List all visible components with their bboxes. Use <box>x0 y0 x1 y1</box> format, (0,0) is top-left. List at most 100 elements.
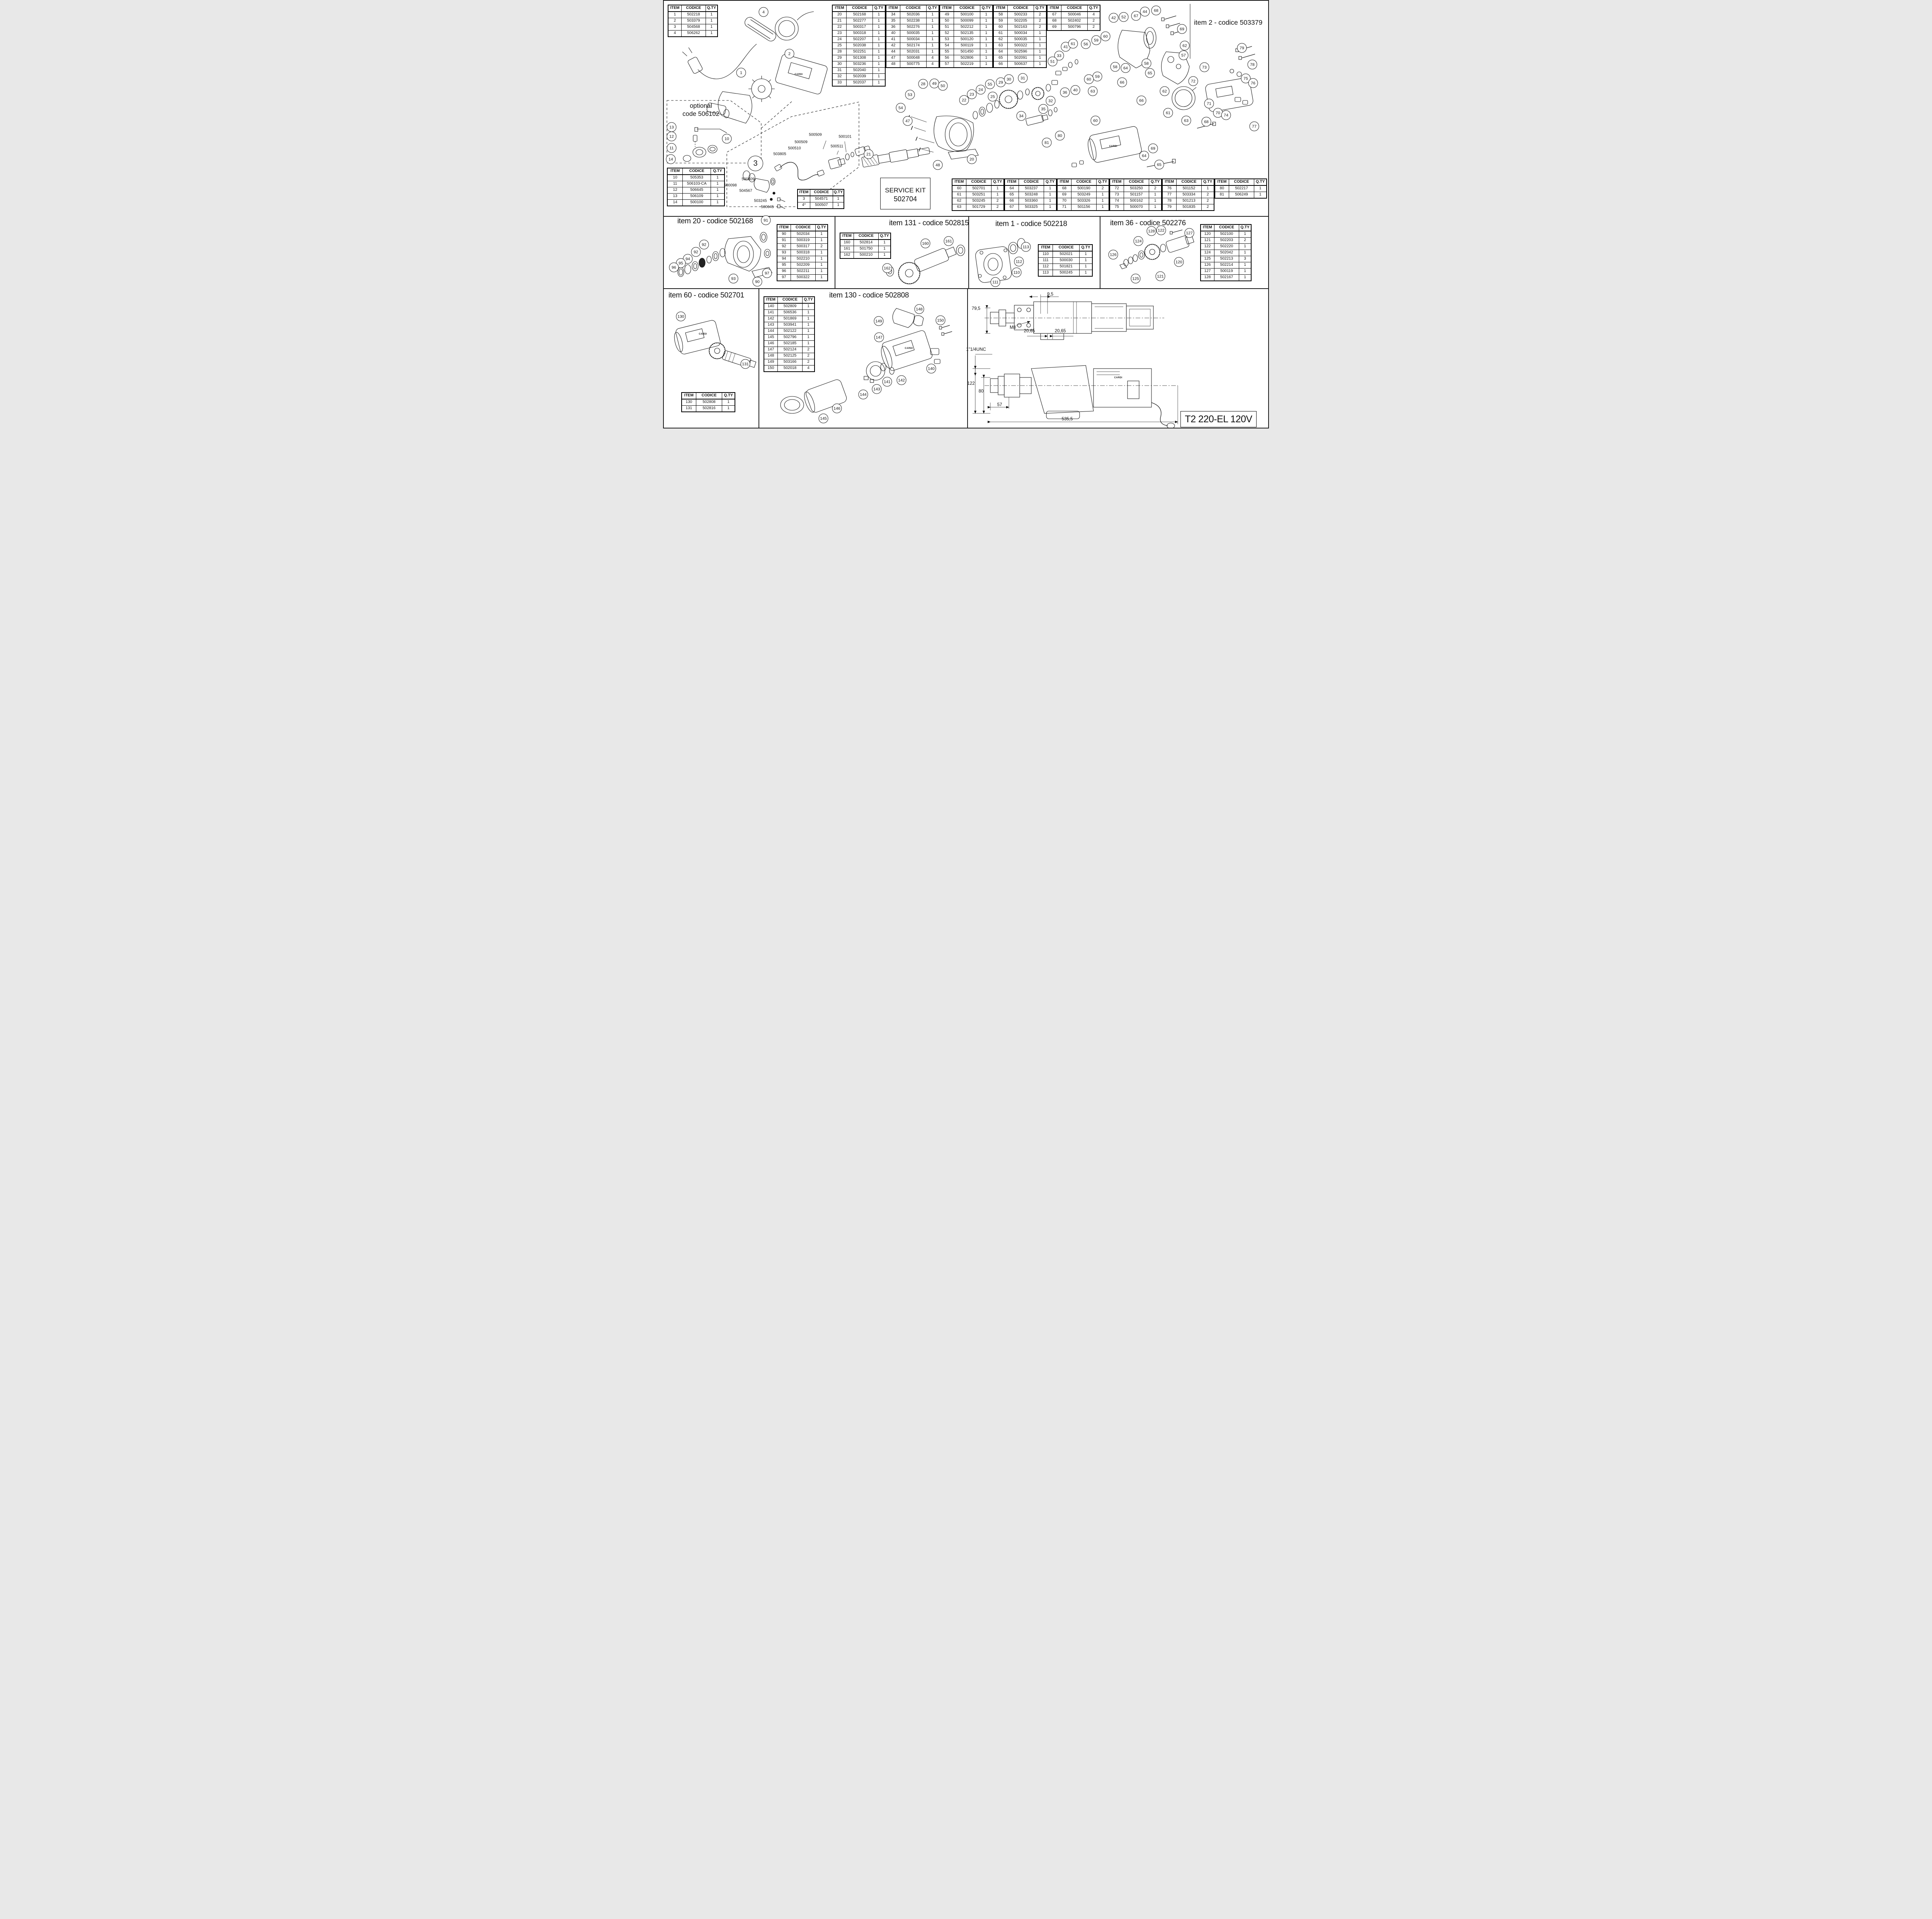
column-header: ITEM <box>668 5 682 12</box>
column-header: Q.TY <box>815 224 828 231</box>
column-header: CODICE <box>954 5 980 12</box>
column-header: CODICE <box>1071 178 1097 186</box>
column-header: Q.TY <box>710 168 725 175</box>
column-header: ITEM <box>952 178 966 186</box>
column-header: Q.TY <box>980 5 993 12</box>
section-label-item1: item 1 - codice 502218 <box>995 220 1067 228</box>
column-header: Q.TY <box>926 5 939 12</box>
divider-row1-row2 <box>664 216 1268 217</box>
column-header: Q.TY <box>872 5 886 12</box>
column-header: CODICE <box>1123 178 1150 186</box>
section-label-item131: item 131 - codice 502815 <box>889 219 969 227</box>
column-header: ITEM <box>681 392 696 399</box>
column-header: CODICE <box>900 5 927 12</box>
column-header: Q.TY <box>1079 244 1093 252</box>
column-header: CODICE <box>1007 5 1034 12</box>
column-header: CODICE <box>682 168 711 175</box>
column-header: Q.TY <box>878 233 891 240</box>
column-header: Q.TY <box>1201 178 1214 186</box>
exploded-view-line-art <box>667 4 1255 428</box>
column-header: CODICE <box>1053 244 1080 252</box>
column-header: CODICE <box>810 189 833 196</box>
divider-item131-item1 <box>968 216 969 288</box>
column-header: ITEM <box>1214 178 1229 186</box>
column-header: CODICE <box>1228 178 1255 186</box>
column-header: Q.TY <box>722 392 735 399</box>
column-header: ITEM <box>1038 244 1053 252</box>
column-header: CODICE <box>696 392 723 399</box>
column-header: Q.TY <box>1044 178 1057 186</box>
column-header: Q.TY <box>1239 224 1252 231</box>
column-header: ITEM <box>1162 178 1177 186</box>
column-header: CODICE <box>1176 178 1202 186</box>
title-block-model: T2 220-EL 120V <box>1180 411 1257 427</box>
column-header: ITEM <box>667 168 683 175</box>
column-header: ITEM <box>939 5 954 12</box>
